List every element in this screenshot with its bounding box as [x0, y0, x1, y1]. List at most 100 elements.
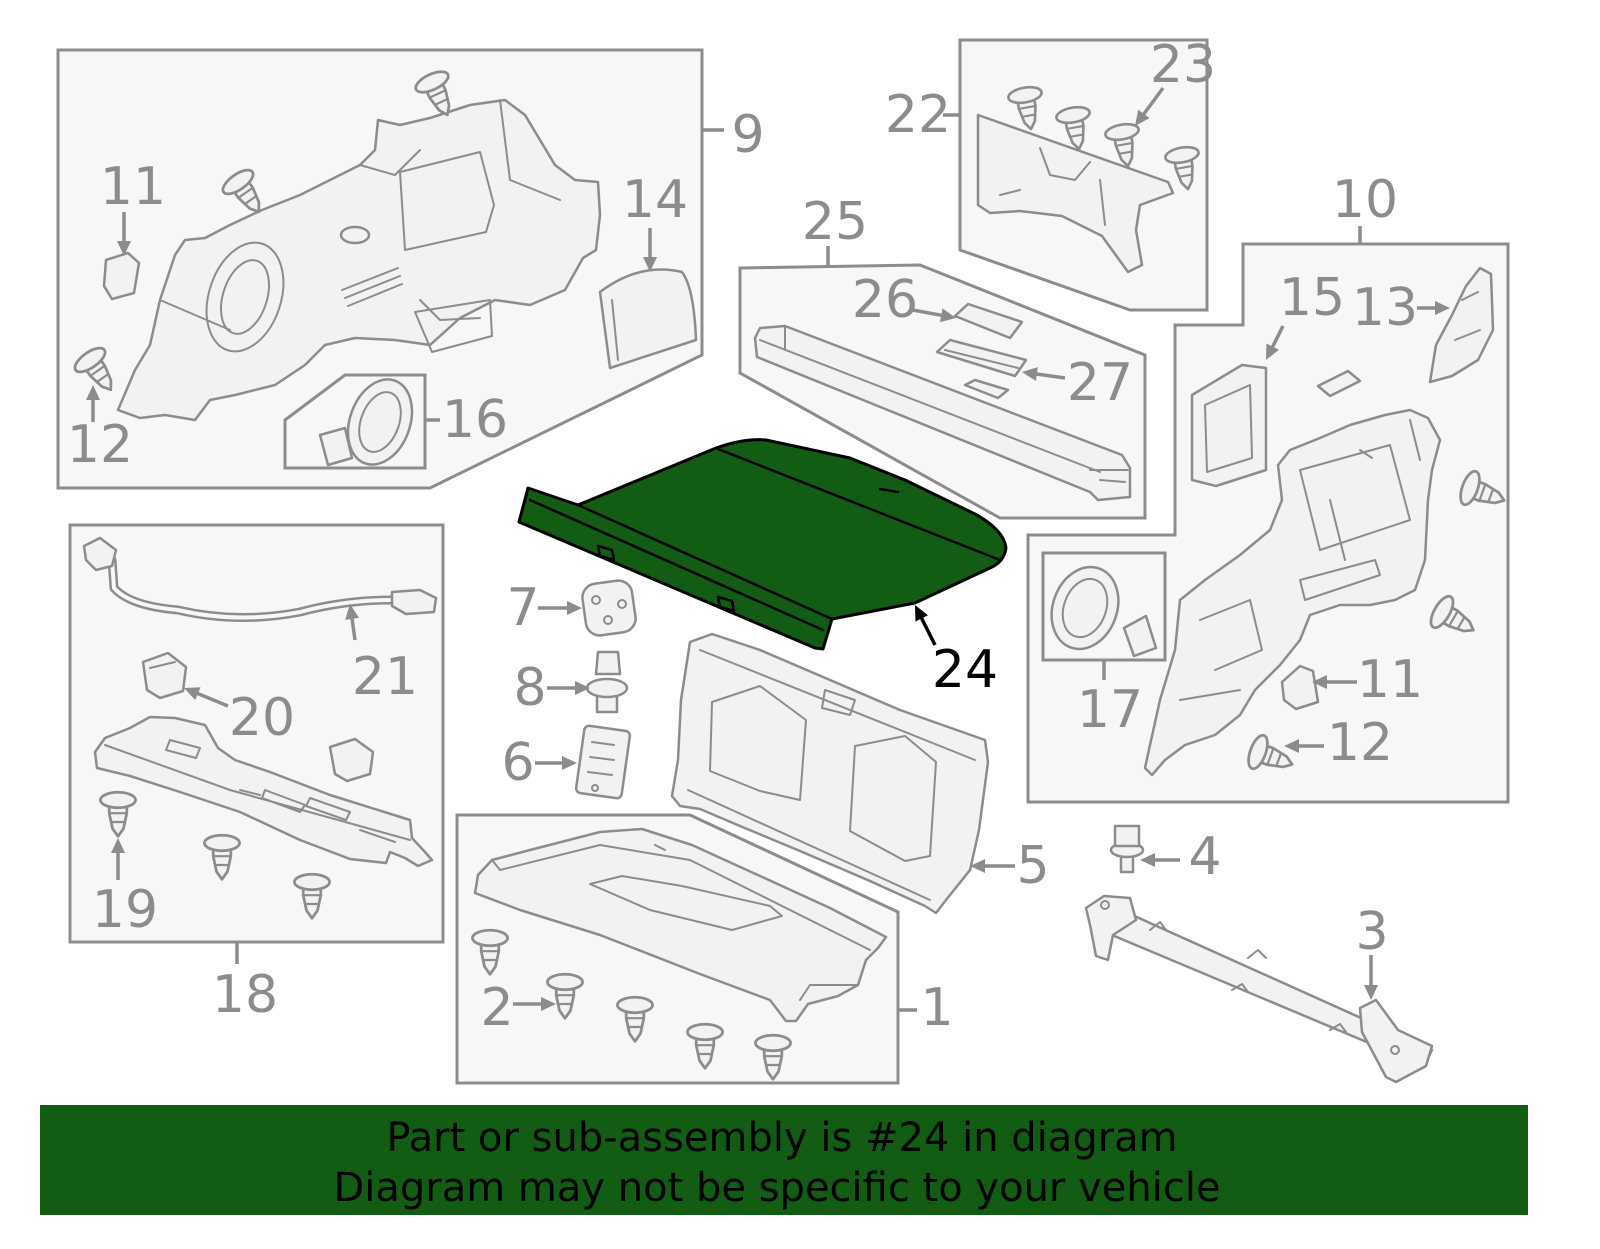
part-1-seat-cushion [473, 827, 888, 1023]
leader-3-arrowhead [1364, 985, 1378, 1000]
part-8-bolt-head [594, 650, 622, 676]
callout-9: 9 [731, 105, 764, 165]
callout-14: 14 [622, 170, 688, 230]
part-13-trim [1428, 266, 1495, 384]
part-22-panel [976, 113, 1175, 274]
callout-10: 10 [1332, 170, 1398, 230]
part-3-bracket-right [1358, 998, 1434, 1084]
part-10-details [1179, 419, 1421, 701]
leader-4 [1140, 853, 1180, 867]
part-14-details [611, 299, 619, 361]
part-15-bracket [1190, 363, 1268, 488]
part-20-details [149, 661, 176, 669]
leader-11-right [1312, 675, 1357, 689]
part-25-details [759, 325, 1129, 483]
leader-23-arrowhead [1135, 109, 1150, 126]
callouts: 9 11 12 14 16 22 23 25 26 27 10 15 13 17… [67, 35, 1423, 1038]
part-24-highlighted [517, 438, 1008, 651]
leader-12-left [86, 385, 100, 422]
callout-25: 25 [802, 192, 868, 252]
group-18 [68, 523, 445, 944]
leader-27 [1022, 367, 1066, 382]
center-parts [574, 579, 1434, 1084]
part-22-details [999, 147, 1106, 226]
banner-background [40, 1105, 1528, 1215]
leader-26-arrowhead [939, 308, 956, 323]
callout-24-highlighted: 24 [932, 640, 998, 700]
callout-6: 6 [501, 733, 534, 793]
part-18-clip [328, 737, 375, 783]
part-5-seat-back [670, 632, 990, 915]
leader-11-left-arrowhead [117, 241, 131, 256]
banner-line-2: Diagram may not be specific to your vehi… [333, 1165, 1220, 1211]
callout-23: 23 [1150, 35, 1216, 95]
leader-21-arrowhead [345, 604, 359, 620]
leader-19-arrowhead [111, 838, 125, 853]
leader-8 [547, 681, 590, 695]
part-21-harness-core [110, 558, 394, 620]
leader-11-left [117, 212, 131, 256]
callout-26: 26 [852, 270, 918, 330]
part-10-trim-panel [1143, 408, 1442, 777]
part-7-details [591, 595, 627, 625]
leader-5-arrowhead [970, 859, 985, 873]
part-21-connector-left [82, 536, 118, 572]
part-3-details [1100, 900, 1400, 1055]
leader-23 [1135, 86, 1165, 126]
callout-21: 21 [352, 647, 418, 707]
callout-20: 20 [229, 688, 295, 748]
part-11-clip-right [1280, 664, 1320, 711]
leader-24-line [917, 613, 937, 646]
leader-8-arrowhead [575, 681, 590, 695]
leader-15-arrowhead [1266, 343, 1279, 360]
part-27-details [944, 349, 1019, 369]
leader-24 [915, 605, 937, 646]
callout-5: 5 [1016, 836, 1049, 896]
leader-19 [111, 838, 125, 880]
part-6-plate [574, 724, 632, 800]
part-6-details [587, 741, 615, 792]
part-14-panel [598, 268, 698, 370]
group-22 [958, 38, 1209, 312]
part-16-speaker-cone [358, 391, 402, 453]
callout-18: 18 [212, 965, 278, 1025]
part-13-details [1454, 291, 1481, 341]
part-25-cover-roller [753, 324, 1132, 502]
leader-27-arrowhead [1022, 367, 1038, 382]
part-16-clip [318, 426, 354, 467]
part-16-speaker [346, 378, 414, 466]
leader-12-right-arrowhead [1284, 739, 1299, 753]
part-5-details [687, 649, 976, 901]
part-15-details [1204, 384, 1253, 473]
leader-26 [912, 308, 956, 323]
callout-16: 16 [442, 390, 508, 450]
part-24-edges [528, 447, 1002, 632]
callout-2: 2 [480, 978, 513, 1038]
leader-12-right [1284, 739, 1324, 753]
part-9-trim-panel [116, 98, 602, 422]
part-9-speaker-opening-inner [220, 259, 270, 335]
leader-15 [1266, 325, 1285, 360]
part-20-clip [141, 651, 188, 700]
leader-20-arrowhead [184, 687, 201, 701]
leader-13 [1417, 301, 1450, 315]
part-9-speaker-opening [205, 241, 285, 353]
leader-12-left-arrowhead [86, 385, 100, 400]
part-25-small-strip [963, 378, 1010, 400]
part-17-clip [1122, 614, 1158, 658]
leader-2 [513, 997, 556, 1011]
callout-19: 19 [92, 880, 158, 940]
leader-6-arrowhead [562, 756, 577, 770]
callout-13: 13 [1352, 278, 1418, 338]
part-7-grommet [581, 579, 637, 637]
leader-3 [1364, 955, 1378, 1000]
callout-4: 4 [1188, 827, 1221, 887]
group-9 [56, 48, 704, 490]
leader-23-line [1139, 86, 1165, 119]
callout-12-left: 12 [67, 415, 133, 475]
callout-8: 8 [513, 658, 546, 718]
leader-7-arrowhead [567, 601, 582, 615]
callout-15: 15 [1279, 268, 1345, 328]
part-9-knob [339, 225, 371, 245]
box-10 [1026, 242, 1510, 804]
